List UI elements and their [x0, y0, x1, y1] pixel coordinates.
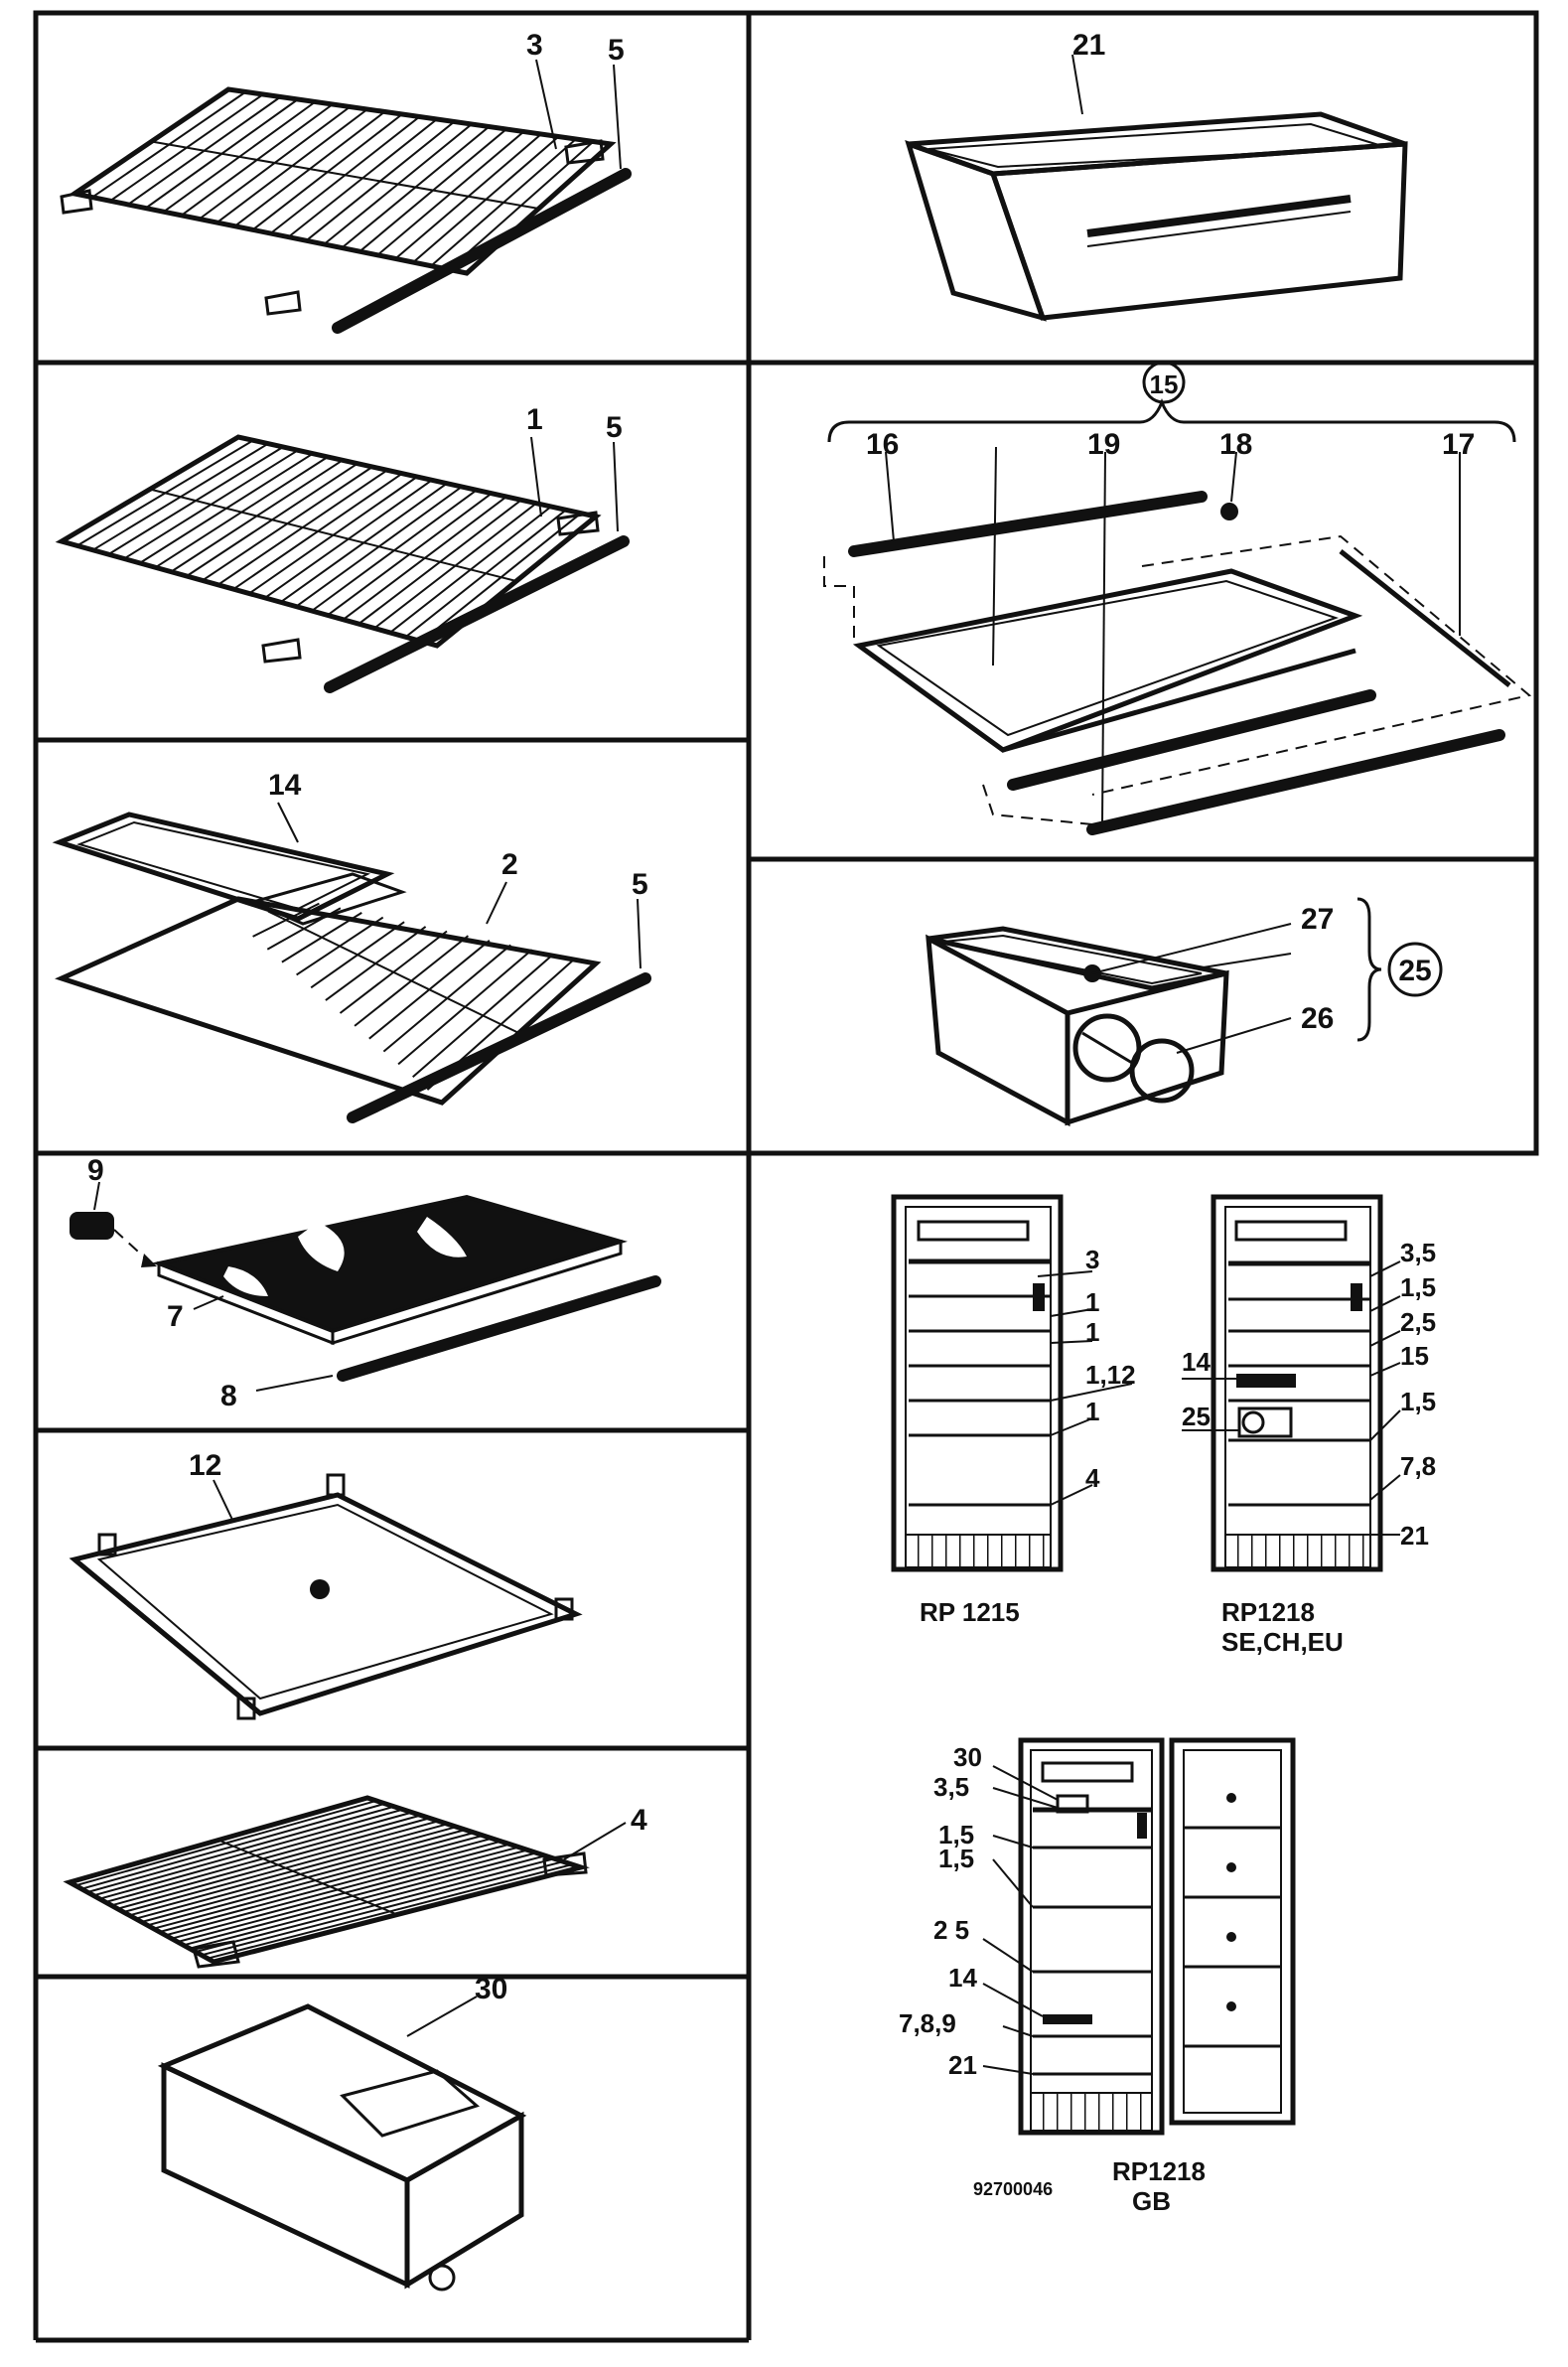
- rp1215-label-6: 4: [1085, 1463, 1100, 1493]
- rp1218gb-variant: GB: [1132, 2186, 1171, 2216]
- callout-5b: 5: [606, 411, 623, 444]
- rp1215-label-4: 1,12: [1085, 1360, 1136, 1390]
- fridge-rp1218-gb: [982, 1737, 1296, 2136]
- rp1215-label-5: 1: [1085, 1397, 1099, 1426]
- callout-18: 18: [1219, 428, 1252, 461]
- container-25: [926, 897, 1443, 1127]
- callout-27: 27: [1301, 903, 1334, 936]
- shelf-2-with-tray-14: [52, 802, 651, 1123]
- callout-4: 4: [631, 1804, 647, 1837]
- rp1218gb-label-3: 1,5: [938, 1820, 974, 1849]
- rp1218se-label-14: 14: [1182, 1347, 1211, 1377]
- fridge-rp1218-se: [1182, 1194, 1401, 1572]
- callout-1: 1: [526, 403, 543, 436]
- rp1218gb-label-2: 3,5: [933, 1772, 969, 1802]
- callout-3: 3: [526, 29, 543, 62]
- fridge-rp1215: [891, 1194, 1133, 1572]
- rp1218se-label-6: 7,8: [1400, 1451, 1436, 1481]
- callout-7: 7: [167, 1300, 184, 1333]
- callout-26: 26: [1301, 1002, 1334, 1035]
- rp1218gb-label-6: 14: [948, 1963, 977, 1993]
- wire-shelf-4: [63, 1795, 627, 1969]
- rp1218se-label-4: 15: [1400, 1341, 1429, 1371]
- rp1215-label-1: 3: [1085, 1245, 1099, 1274]
- rp1215-label-3: 1: [1085, 1317, 1099, 1347]
- callout-17: 17: [1442, 428, 1475, 461]
- crisper-drawer-21: [905, 54, 1408, 322]
- wire-shelf-3: [60, 59, 632, 334]
- box-30: [157, 1996, 527, 2292]
- drip-tray-12: [69, 1473, 583, 1720]
- callout-14: 14: [268, 769, 302, 802]
- rp1218se-model: RP1218: [1221, 1597, 1315, 1627]
- rp1218se-label-1: 3,5: [1400, 1238, 1436, 1267]
- wire-shelf-1: [55, 434, 630, 693]
- callout-30: 30: [475, 1973, 507, 2005]
- glass-shelf-7: [70, 1181, 661, 1392]
- callout-9: 9: [87, 1154, 104, 1187]
- rp1218se-label-3: 2,5: [1400, 1307, 1436, 1337]
- group-callout-15: 15: [1150, 370, 1179, 399]
- rp1218se-label-2: 1,5: [1400, 1272, 1436, 1302]
- rp1218se-label-5: 1,5: [1400, 1387, 1436, 1416]
- callout-16: 16: [866, 428, 899, 461]
- callout-5: 5: [608, 34, 625, 67]
- rp1218gb-model: RP1218: [1112, 2156, 1206, 2186]
- callout-8: 8: [220, 1380, 237, 1412]
- tray-assembly-15: [823, 361, 1532, 835]
- rp1218gb-label-4: 1,5: [938, 1844, 974, 1873]
- group-callout-25: 25: [1398, 955, 1431, 987]
- rp1215-model: RP 1215: [920, 1597, 1020, 1627]
- rp1218se-label-25: 25: [1182, 1402, 1211, 1431]
- rp1215-label-2: 1: [1085, 1287, 1099, 1317]
- callout-12: 12: [189, 1449, 221, 1482]
- rp1218gb-label-7: 7,8,9: [899, 2008, 956, 2038]
- callout-19: 19: [1087, 428, 1120, 461]
- rp1218gb-label-1: 30: [953, 1742, 982, 1772]
- rp1218gb-label-5: 2 5: [933, 1915, 969, 1945]
- callout-5c: 5: [632, 868, 648, 901]
- callout-21: 21: [1072, 29, 1105, 62]
- panel-frame: [33, 10, 1539, 2343]
- rp1218gb-label-8: 21: [948, 2050, 977, 2080]
- rp1218se-variant: SE,CH,EU: [1221, 1627, 1344, 1657]
- rp1218se-label-7: 21: [1400, 1521, 1429, 1551]
- doc-number: 92700046: [973, 2179, 1053, 2199]
- callout-2: 2: [501, 848, 518, 881]
